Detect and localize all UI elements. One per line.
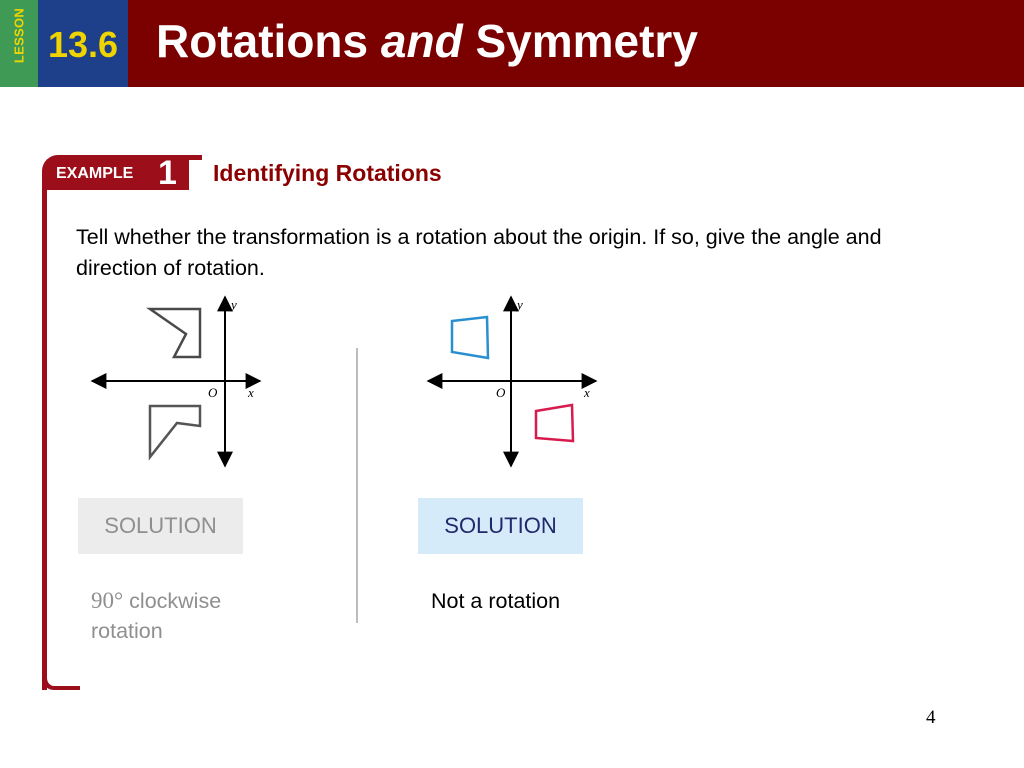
left-coordinate-graph: y x O [90,295,262,468]
title-part1: Rotations [156,15,381,67]
title-italic: and [380,15,463,67]
title-part2: Symmetry [462,15,698,67]
rotation-direction: clockwise rotation [91,589,222,643]
example-tag: EXAMPLE 1 [47,154,189,192]
lesson-title: Rotations and Symmetry [156,14,698,68]
right-solution-button[interactable]: SOLUTION [418,498,583,554]
right-coordinate-graph: y x O [426,295,598,468]
example-number: 1 [158,154,177,192]
lesson-number-box: 13.6 [38,0,128,87]
rotation-angle: 90° [91,588,124,613]
left-x-label: x [247,385,254,400]
right-solution-answer: Not a rotation [431,589,561,613]
example-title: Identifying Rotations [213,160,442,186]
left-solution-answer: 90° clockwise rotation [91,586,291,646]
left-solution-button[interactable]: SOLUTION [78,498,243,554]
problem-prompt: Tell whether the transformation is a rot… [76,225,882,280]
example-label: EXAMPLE [56,165,134,182]
left-y-label: y [229,297,237,312]
header-bar: Rotations and Symmetry [128,0,1024,87]
lesson-number: 13.6 [47,24,119,65]
right-origin-label: O [496,385,506,400]
lesson-strip: LESSON [0,0,38,87]
right-y-label: y [515,297,523,312]
example-frame [42,155,202,690]
page-number: 4 [926,707,936,728]
left-preimage-shape [146,307,202,359]
right-lower-quadrilateral [534,403,575,443]
right-x-label: x [583,385,590,400]
example-frame-bottom [42,676,80,690]
lesson-label: LESSON [11,7,27,64]
left-origin-label: O [208,385,218,400]
left-image-shape [148,404,202,461]
column-divider [356,348,358,623]
right-upper-quadrilateral [450,315,490,360]
